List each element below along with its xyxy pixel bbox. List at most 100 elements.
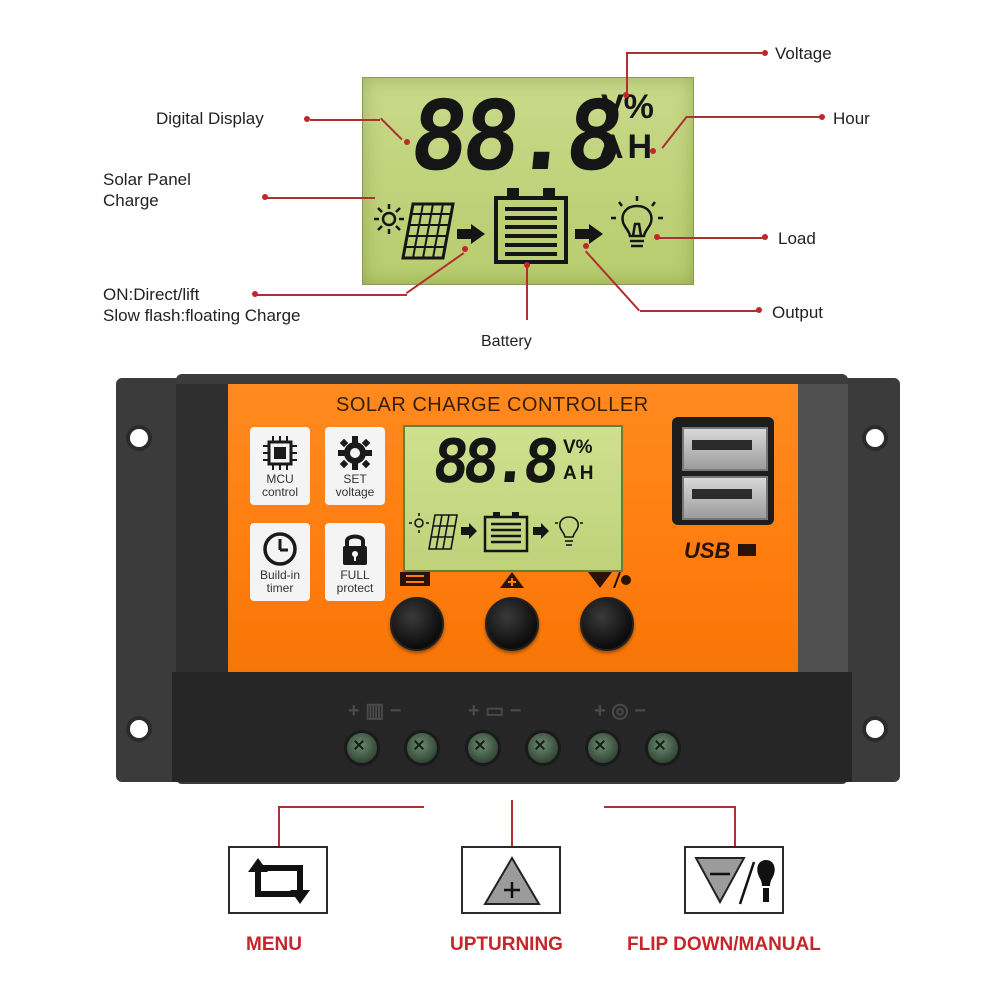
digital-leader-h: [310, 119, 380, 121]
terminal-screw-battery-pos[interactable]: [465, 730, 501, 766]
down-leader-v: [734, 806, 736, 846]
triangle-down-bulb-icon: [694, 857, 775, 905]
feature-line2: protect: [336, 581, 374, 595]
feature-line1: FULL: [340, 568, 370, 582]
feature-build-in-timer: Build-in timer: [250, 523, 310, 601]
device-side-left: [176, 384, 228, 674]
hour-dot: [819, 114, 825, 120]
feature-line2: voltage: [335, 485, 375, 499]
digital-dot: [304, 116, 310, 122]
battery-leader: [526, 265, 528, 320]
down-key-icon: [588, 572, 631, 588]
menu-leader-h: [278, 806, 424, 808]
triangle-plus-icon: [483, 856, 541, 905]
device-lcd: 88.8 V% AH: [403, 425, 623, 572]
gear-icon: [338, 436, 372, 470]
lcd-unit-amp-hour: AH: [599, 128, 657, 166]
terminal-screw-load-pos[interactable]: [585, 730, 621, 766]
direct-dot-lcd: [462, 246, 468, 252]
load-dot-lcd: [654, 234, 660, 240]
sun-icon: [374, 204, 404, 234]
battery-icon: [494, 188, 568, 264]
device-lcd-unit-bottom: AH: [563, 463, 597, 484]
device-lcd-unit-top: V%: [563, 437, 593, 458]
terminal-screw-solar-pos[interactable]: [344, 730, 380, 766]
up-leader-v: [511, 800, 513, 846]
usb-port-2-slot: [692, 489, 752, 499]
callout-hour: Hour: [833, 109, 870, 128]
output-dot: [756, 307, 762, 313]
menu-leader-v: [278, 806, 280, 846]
padlock-icon: [343, 534, 367, 565]
mount-hole-tl: [126, 425, 152, 451]
up-key-icon: [500, 572, 524, 588]
device-side-right: [798, 384, 848, 674]
feature-mcu-control: MCU control: [250, 427, 310, 505]
callout-battery: Battery: [481, 333, 532, 350]
terminal-strip: [172, 672, 852, 782]
callout-load: Load: [778, 229, 816, 248]
mount-hole-br: [862, 716, 888, 742]
flip-down-button-diagram: [684, 846, 784, 914]
callout-solar-panel-charge-1: Solar Panel: [103, 170, 191, 189]
feature-line2: control: [261, 485, 299, 499]
solar-dot: [262, 194, 268, 200]
menu-button-diagram: [228, 846, 328, 914]
usb-port-1-slot: [692, 440, 752, 450]
direct-dot: [252, 291, 258, 297]
feature-line1: SET: [343, 472, 367, 486]
solar-panel-icon: [401, 202, 455, 260]
feature-line2: timer: [266, 581, 294, 595]
callout-output: Output: [772, 303, 824, 322]
callout-voltage: Voltage: [775, 44, 832, 63]
down-leader-h: [604, 806, 736, 808]
terminal-screw-solar-neg[interactable]: [404, 730, 440, 766]
output-leader-h: [640, 310, 758, 312]
bulb-icon: [611, 196, 663, 248]
battery-dot: [524, 262, 530, 268]
flip-down-manual-label: FLIP DOWN/MANUAL: [627, 934, 821, 955]
down-knob[interactable]: [580, 597, 634, 651]
callout-solar-panel-charge-2: Charge: [103, 191, 159, 210]
output-dot-lcd: [583, 243, 589, 249]
solar-leader: [267, 197, 375, 199]
callout-on-direct-2: Slow flash:floating Charge: [103, 306, 301, 325]
digital-dot-lcd: [404, 139, 410, 145]
terminal-screw-load-neg[interactable]: [645, 730, 681, 766]
voltage-leader-v: [626, 52, 628, 96]
clock-icon: [263, 532, 297, 566]
feature-line1: Build-in: [259, 568, 301, 582]
menu-key-icon: [400, 572, 430, 586]
terminal-screw-battery-neg[interactable]: [525, 730, 561, 766]
usb-label: USB: [684, 538, 731, 563]
load-dot: [762, 234, 768, 240]
voltage-dot: [762, 50, 768, 56]
feature-set-voltage: SET voltage: [325, 427, 385, 505]
mount-hole-tr: [862, 425, 888, 451]
device-lcd-icons: [409, 512, 583, 553]
charge-arrow-icon: [457, 224, 485, 244]
callout-digital-display: Digital Display: [156, 109, 264, 128]
feature-line1: MCU: [266, 472, 294, 486]
hour-dot-lcd: [650, 148, 656, 154]
up-knob[interactable]: [485, 597, 539, 651]
cycle-arrows-icon: [248, 858, 310, 904]
upturning-button-diagram: [461, 846, 561, 914]
load-leader: [658, 237, 764, 239]
voltage-leader-h: [626, 52, 762, 54]
terminal-label-load: + ◎ −: [594, 700, 646, 722]
upturning-label: UPTURNING: [450, 934, 563, 955]
voltage-dot-lcd: [623, 92, 629, 98]
lcd-diagram: 88.8 V% AH: [362, 77, 694, 285]
lcd-digits: 88.8: [405, 80, 625, 192]
device-title: SOLAR CHARGE CONTROLLER: [336, 394, 649, 416]
chip-icon: [263, 436, 297, 470]
callout-on-direct-1: ON:Direct/lift: [103, 285, 200, 304]
device-lcd-digits: 88.8: [429, 427, 558, 497]
usb-plug-icon: [738, 544, 756, 556]
feature-full-protect: FULL protect: [325, 523, 385, 601]
mount-hole-bl: [126, 716, 152, 742]
terminal-label-battery: + ▭ −: [468, 700, 522, 722]
menu-knob[interactable]: [390, 597, 444, 651]
output-arrow-icon: [575, 224, 603, 244]
